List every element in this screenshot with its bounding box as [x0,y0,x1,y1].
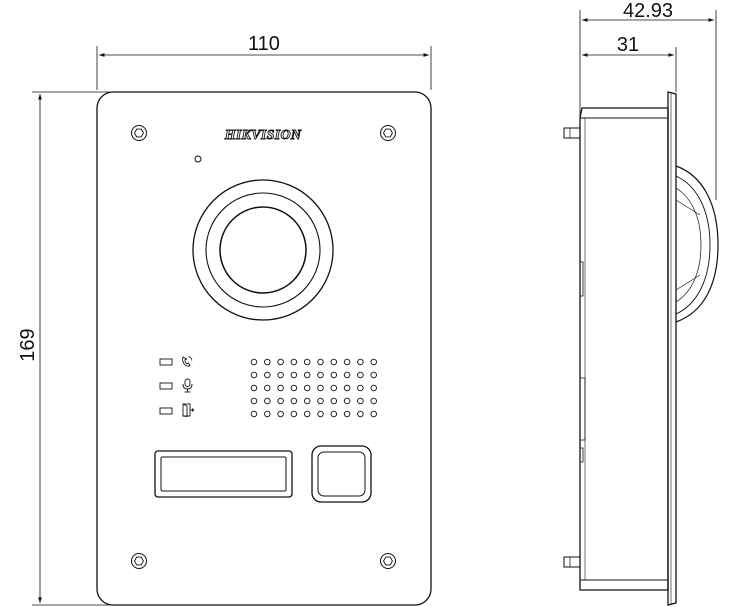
grille-hole [357,384,364,392]
call-button [311,445,372,503]
speaker-grille [250,358,377,418]
grille-hole [290,397,298,405]
grille-hole [317,397,324,405]
grille-hole [250,371,258,379]
grille-hole [303,384,311,392]
microphone-icon [182,378,193,393]
grille-hole [264,358,271,366]
front-plate [667,91,677,606]
grille-hole [357,371,364,379]
grille-hole [343,410,351,418]
grille-hole [303,397,311,405]
grille-hole [330,371,338,379]
grille-hole [277,384,284,392]
screw-bottom-left [131,553,147,569]
width-dimension-label: 110 [248,33,280,55]
grille-hole [370,371,377,379]
grille-hole [264,397,271,405]
grille-hole [277,410,284,418]
brand-logo: HIKVISION [224,128,302,143]
grille-hole [250,410,258,418]
front-view: HIKVISION [96,91,432,606]
total-depth-label: 42.93 [623,0,673,22]
grille-hole [357,410,364,418]
grille-hole [343,371,351,379]
grille-hole [250,384,258,392]
grille-hole [277,371,284,379]
name-plate [154,450,293,498]
body-depth-label: 31 [617,34,639,56]
grille-hole [330,397,338,405]
grille-hole [250,358,258,366]
grille-hole [290,358,298,366]
side-view [563,91,719,606]
width-dimension: 110 [96,33,432,90]
grille-hole [250,397,258,405]
grille-hole [290,371,298,379]
grille-hole [343,358,351,366]
grille-hole [343,397,351,405]
grille-hole [330,410,338,418]
height-dimension: 169 [17,91,110,606]
grille-hole [343,384,351,392]
grille-hole [277,358,284,366]
grille-hole [290,384,298,392]
phone-icon [182,356,193,367]
depth-dimensions: 42.93 31 [579,0,717,200]
grille-hole [330,358,338,366]
door-icon [182,403,195,418]
indicator-speaking [159,378,193,393]
mounting-stud-top [563,127,581,139]
indicator-door [159,403,195,418]
screw-top-left [131,125,147,141]
grille-hole [303,371,311,379]
grille-hole [317,384,324,392]
grille-hole [370,397,377,405]
grille-hole [290,410,298,418]
front-panel-outline [96,91,432,606]
camera-lens [192,179,334,321]
mounting-stud-bottom [563,556,581,568]
grille-hole [264,371,271,379]
height-dimension-label: 169 [17,328,39,361]
grille-hole [317,358,324,366]
grille-hole [370,358,377,366]
grille-hole [303,358,311,366]
grille-hole [303,410,311,418]
housing [579,107,669,591]
camera-dome [675,165,719,323]
screw-bottom-right [380,553,396,569]
indicator-call [159,356,193,367]
light-sensor [194,155,202,163]
grille-hole [370,384,377,392]
grille-hole [264,384,271,392]
grille-hole [357,358,364,366]
grille-hole [370,410,377,418]
grille-hole [330,384,338,392]
screw-top-right [380,125,396,141]
grille-hole [317,410,324,418]
grille-hole [317,371,324,379]
grille-hole [277,397,284,405]
grille-hole [264,410,271,418]
grille-hole [357,397,364,405]
